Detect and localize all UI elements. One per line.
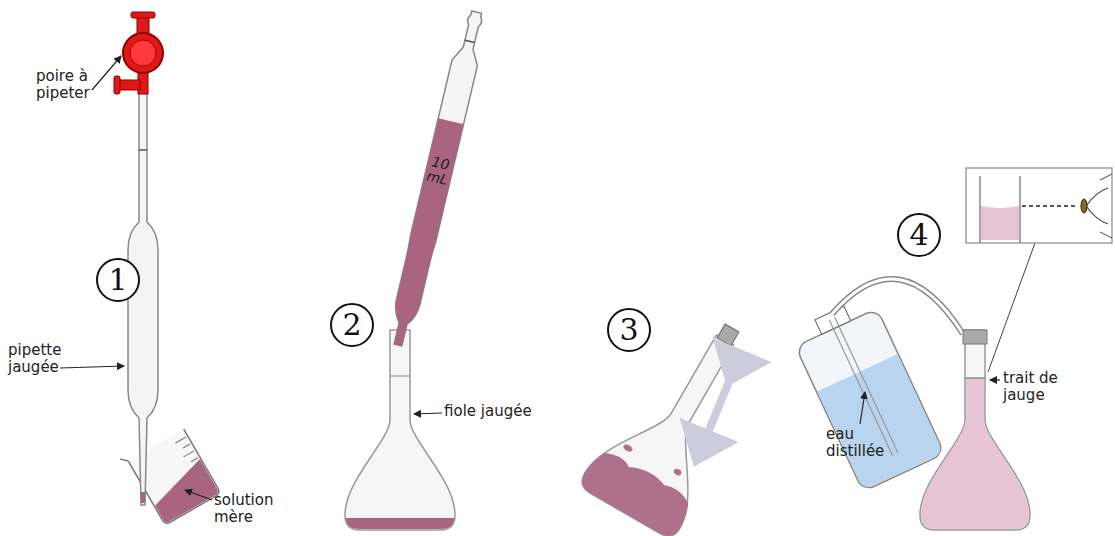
wash-bottle	[789, 294, 945, 492]
callout-number: 4	[897, 213, 941, 257]
volumetric-flask	[920, 330, 1030, 530]
callout-number: 3	[607, 308, 651, 352]
volumetric-pipette	[385, 9, 489, 348]
part-label: solution mère	[214, 492, 284, 527]
part-label: trait de jauge	[1003, 370, 1073, 405]
part-label: fiole jaugée	[444, 403, 554, 420]
part-label: eau distillée	[826, 426, 906, 461]
volumetric-pipette	[128, 92, 158, 505]
beaker	[120, 424, 221, 528]
volume-mark: 10 mL	[422, 153, 456, 188]
meniscus-inset	[966, 168, 1112, 372]
stoppered-flask	[577, 300, 779, 536]
part-label: poire à pipeter	[36, 68, 100, 103]
volumetric-flask	[345, 330, 455, 530]
pipette-bulb	[114, 12, 163, 94]
callout-number: 1	[96, 258, 140, 302]
callout-number: 2	[330, 303, 374, 347]
part-label: pipette jaugée	[8, 342, 64, 377]
